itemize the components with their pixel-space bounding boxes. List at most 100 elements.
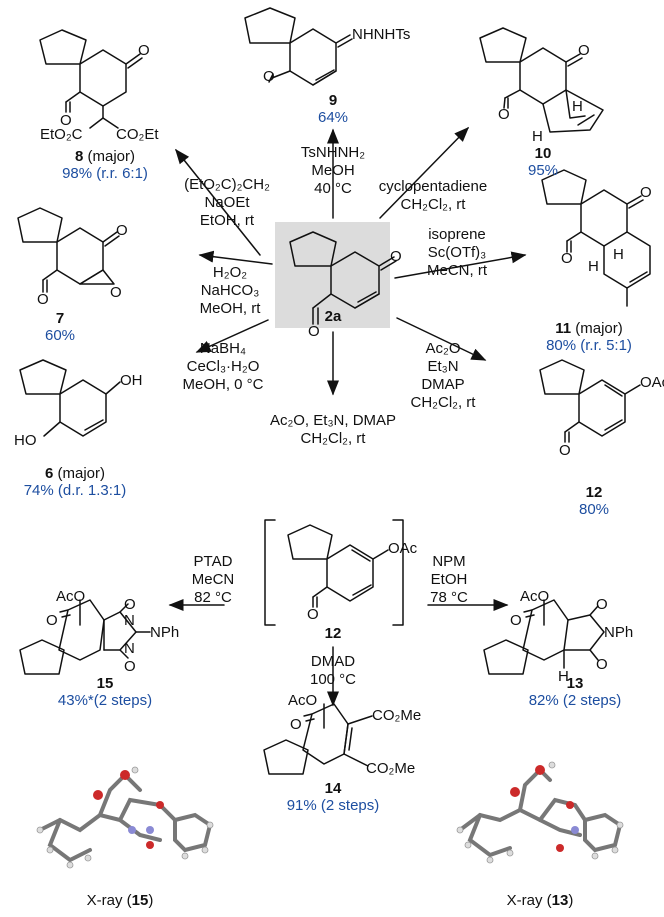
atom-label-nhnhts: NHNHTs — [352, 26, 411, 43]
molecule-15 — [19, 599, 151, 675]
yield-text: 60% — [44, 327, 76, 344]
arrow-to-10 — [379, 126, 470, 219]
yield-text: 43%*(2 steps) — [57, 692, 153, 709]
compound-tag: (major) — [571, 320, 623, 337]
atom-label-o: O — [60, 112, 72, 129]
product-13: 13 82% (2 steps) — [510, 675, 640, 709]
xray-caption-15: X-ray (15) — [86, 892, 154, 909]
atom-label-nph: NPh — [150, 624, 180, 641]
atom-label-o: O — [308, 323, 320, 340]
atom-label-eto2c: EtO₂C — [40, 126, 83, 143]
compound-number: 12 — [324, 625, 342, 642]
molecule-9 — [244, 7, 353, 86]
atom-label-ho: HO — [14, 432, 37, 449]
molecule-2a — [289, 231, 397, 325]
atom-label-n: N — [124, 612, 135, 629]
compound-number: 14 — [324, 780, 342, 797]
atom-label-oac: OAc — [640, 374, 664, 391]
atom-label-h: H — [572, 98, 583, 115]
arrow-to-12 — [396, 317, 487, 361]
product-12-intermediate: 12 — [283, 625, 383, 642]
compound-tag: (major) — [53, 465, 105, 482]
arrow-to-11 — [394, 251, 527, 279]
atom-label-o: O — [290, 716, 302, 733]
molecule-7 — [17, 207, 120, 293]
atom-label-o: O — [116, 222, 128, 239]
xray-structure-13 — [456, 761, 624, 864]
xray-caption-13: X-ray (13) — [506, 892, 574, 909]
product-9: 9 64% — [283, 92, 383, 126]
atom-label-o: O — [37, 291, 49, 308]
product-15: 15 43%*(2 steps) — [40, 675, 170, 709]
product-7: 7 60% — [10, 310, 110, 344]
atom-label-o: O — [307, 606, 319, 623]
yield-text: 80% — [578, 501, 610, 518]
atom-label-aco: AcO — [56, 588, 86, 605]
atom-label-h: H — [558, 668, 569, 685]
molecule-10 — [479, 27, 604, 133]
atom-label-o: O — [640, 184, 652, 201]
yield-text: 64% — [317, 109, 349, 126]
atom-label-o: O — [578, 42, 590, 59]
atom-label-o: O — [559, 442, 571, 459]
atom-label-h: H — [532, 128, 543, 145]
atom-label-o: O — [390, 248, 402, 265]
yield-text: 95% — [527, 162, 559, 179]
product-14: 14 91% (2 steps) — [268, 780, 398, 814]
atom-label-o: O — [596, 656, 608, 673]
atom-label-o: O — [124, 658, 136, 675]
atom-label-o: O — [596, 596, 608, 613]
atom-label-o: O — [263, 68, 275, 85]
molecule-8 — [39, 29, 143, 129]
compound-number: 13 — [566, 675, 584, 692]
atom-label-o: O — [138, 42, 150, 59]
yield-text: 98% (r.r. 6:1) — [62, 165, 148, 182]
xray-structure-15 — [36, 766, 214, 869]
atom-label-co2me: CO₂Me — [372, 707, 422, 724]
molecule-13 — [483, 599, 605, 675]
arrow-to-7 — [198, 250, 273, 265]
molecule-11 — [541, 169, 651, 307]
atom-label-oh: OH — [120, 372, 143, 389]
atom-label-oac: OAc — [388, 540, 418, 557]
atom-label-o: O — [46, 612, 58, 629]
yield-text: 80% (r.r. 5:1) — [546, 337, 632, 354]
compound-number: 7 — [55, 310, 65, 327]
yield-text: 74% (d.r. 1.3:1) — [23, 482, 127, 499]
atom-label-o: O — [561, 250, 573, 267]
product-11: 11 (major) 80% (r.r. 5:1) — [514, 320, 664, 354]
molecule-14 — [263, 703, 373, 775]
compound-number: 11 — [555, 320, 572, 337]
atom-label-co2me: CO₂Me — [366, 760, 416, 777]
compound-number: 8 — [74, 148, 84, 165]
atom-label-nph: NPh — [604, 624, 634, 641]
compound-number: 10 — [534, 145, 552, 162]
atom-label-n: N — [124, 640, 135, 657]
yield-text: 91% (2 steps) — [286, 797, 380, 814]
product-8: 8 (major) 98% (r.r. 6:1) — [30, 148, 180, 182]
atom-label-co2et: CO₂Et — [116, 126, 159, 143]
atom-label-h: H — [588, 258, 599, 275]
atom-label-o: O — [498, 106, 510, 123]
yield-text: 82% (2 steps) — [528, 692, 622, 709]
compound-tag: (major) — [83, 148, 135, 165]
compound-number-2a: 2a — [324, 308, 342, 325]
atom-label-aco: AcO — [520, 588, 550, 605]
atom-label-o: O — [110, 284, 122, 301]
compound-number: 6 — [44, 465, 54, 482]
product-6: 6 (major) 74% (d.r. 1.3:1) — [0, 465, 150, 499]
atom-label-h: H — [613, 246, 624, 263]
compound-number: 12 — [585, 484, 603, 501]
